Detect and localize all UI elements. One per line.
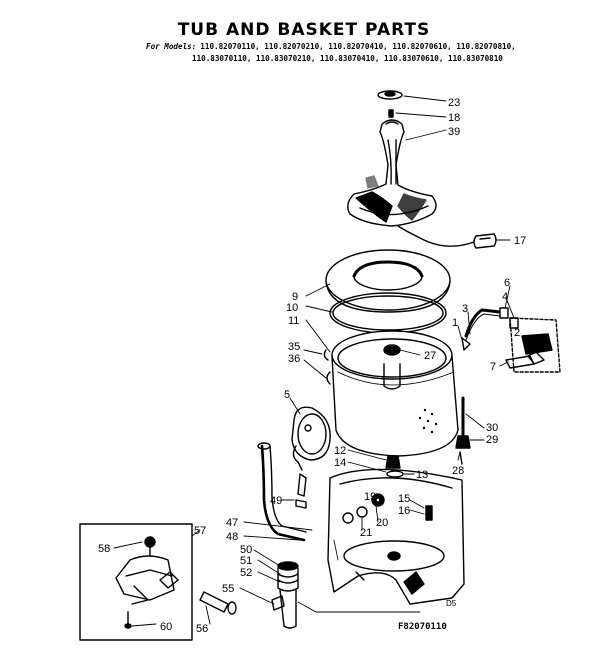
callout-6: 6 xyxy=(504,277,510,289)
callout-58: 58 xyxy=(98,543,110,555)
part-bearings xyxy=(342,493,385,524)
callout-13: 13 xyxy=(416,469,428,481)
callout-9: 9 xyxy=(292,291,298,303)
callout-48: 48 xyxy=(226,531,238,543)
part-hub xyxy=(385,455,404,478)
callout-15: 15 xyxy=(398,493,410,505)
callout-19: 19 xyxy=(364,491,376,503)
callout-11: 11 xyxy=(288,315,299,327)
part-fill-hose xyxy=(461,307,519,351)
callout-10: 10 xyxy=(286,302,298,314)
callout-49: 49 xyxy=(270,495,282,507)
part-drain-hose xyxy=(257,442,307,542)
part-basket xyxy=(331,330,459,457)
callout-51: 51 xyxy=(240,555,252,567)
part-rod xyxy=(455,396,471,465)
footer-code: D5 xyxy=(446,599,457,608)
callout-27: 27 xyxy=(424,350,436,362)
callout-5: 5 xyxy=(284,389,290,401)
part-pump xyxy=(291,406,331,509)
callout-52: 52 xyxy=(240,567,252,579)
callout-2: 2 xyxy=(514,327,520,339)
callout-1: 1 xyxy=(452,317,458,329)
callout-60: 60 xyxy=(160,621,172,633)
callout-57: 57 xyxy=(194,525,206,537)
callout-56: 56 xyxy=(196,623,208,635)
part-pin xyxy=(199,591,237,615)
part-agitator xyxy=(347,119,437,227)
callout-29: 29 xyxy=(486,434,498,446)
page-title: TUB AND BASKET PARTS xyxy=(177,20,431,40)
callout-47: 47 xyxy=(226,517,238,529)
callout-20: 20 xyxy=(376,517,388,529)
callout-50: 50 xyxy=(240,544,252,556)
models-label: For Models: xyxy=(146,42,197,51)
callout-18: 18 xyxy=(448,112,460,124)
part-clip xyxy=(397,225,497,249)
part-coupling xyxy=(271,561,299,629)
part-valve-bracket xyxy=(505,317,561,373)
part-outer-tub xyxy=(327,468,465,605)
callout-14: 14 xyxy=(334,457,346,469)
models-list-1: 110.82070110, 110.82070210, 110.82070410… xyxy=(200,42,516,51)
callout-12: 12 xyxy=(334,445,346,457)
models-line-2: 110.83070110, 110.83070210, 110.83070410… xyxy=(192,54,503,63)
part-clips-left xyxy=(323,349,331,385)
part-screw xyxy=(388,109,394,118)
callout-55: 55 xyxy=(222,583,234,595)
models-line-1: For Models:110.82070110, 110.82070210, 1… xyxy=(146,42,516,51)
footer-reference: F82070110 xyxy=(398,622,447,632)
callout-3: 3 xyxy=(462,303,468,315)
callout-16: 16 xyxy=(398,505,410,517)
callout-28: 28 xyxy=(452,465,464,477)
callout-7: 7 xyxy=(490,361,496,373)
callout-35: 35 xyxy=(288,341,300,353)
callout-39: 39 xyxy=(448,126,460,138)
part-cap xyxy=(377,90,403,100)
part-bolt xyxy=(425,505,433,521)
part-motor-box xyxy=(79,523,193,641)
leader-lines xyxy=(113,95,515,627)
callout-17: 17 xyxy=(514,235,526,247)
callout-30: 30 xyxy=(486,422,498,434)
callout-21: 21 xyxy=(360,527,372,539)
callout-labels: 23 18 39 17 9 10 11 6 4 3 1 7 35 36 27 5… xyxy=(98,97,526,635)
callout-23: 23 xyxy=(448,97,460,109)
callout-36: 36 xyxy=(288,353,300,365)
callout-4: 4 xyxy=(502,291,508,303)
part-tub-ring xyxy=(325,249,451,313)
